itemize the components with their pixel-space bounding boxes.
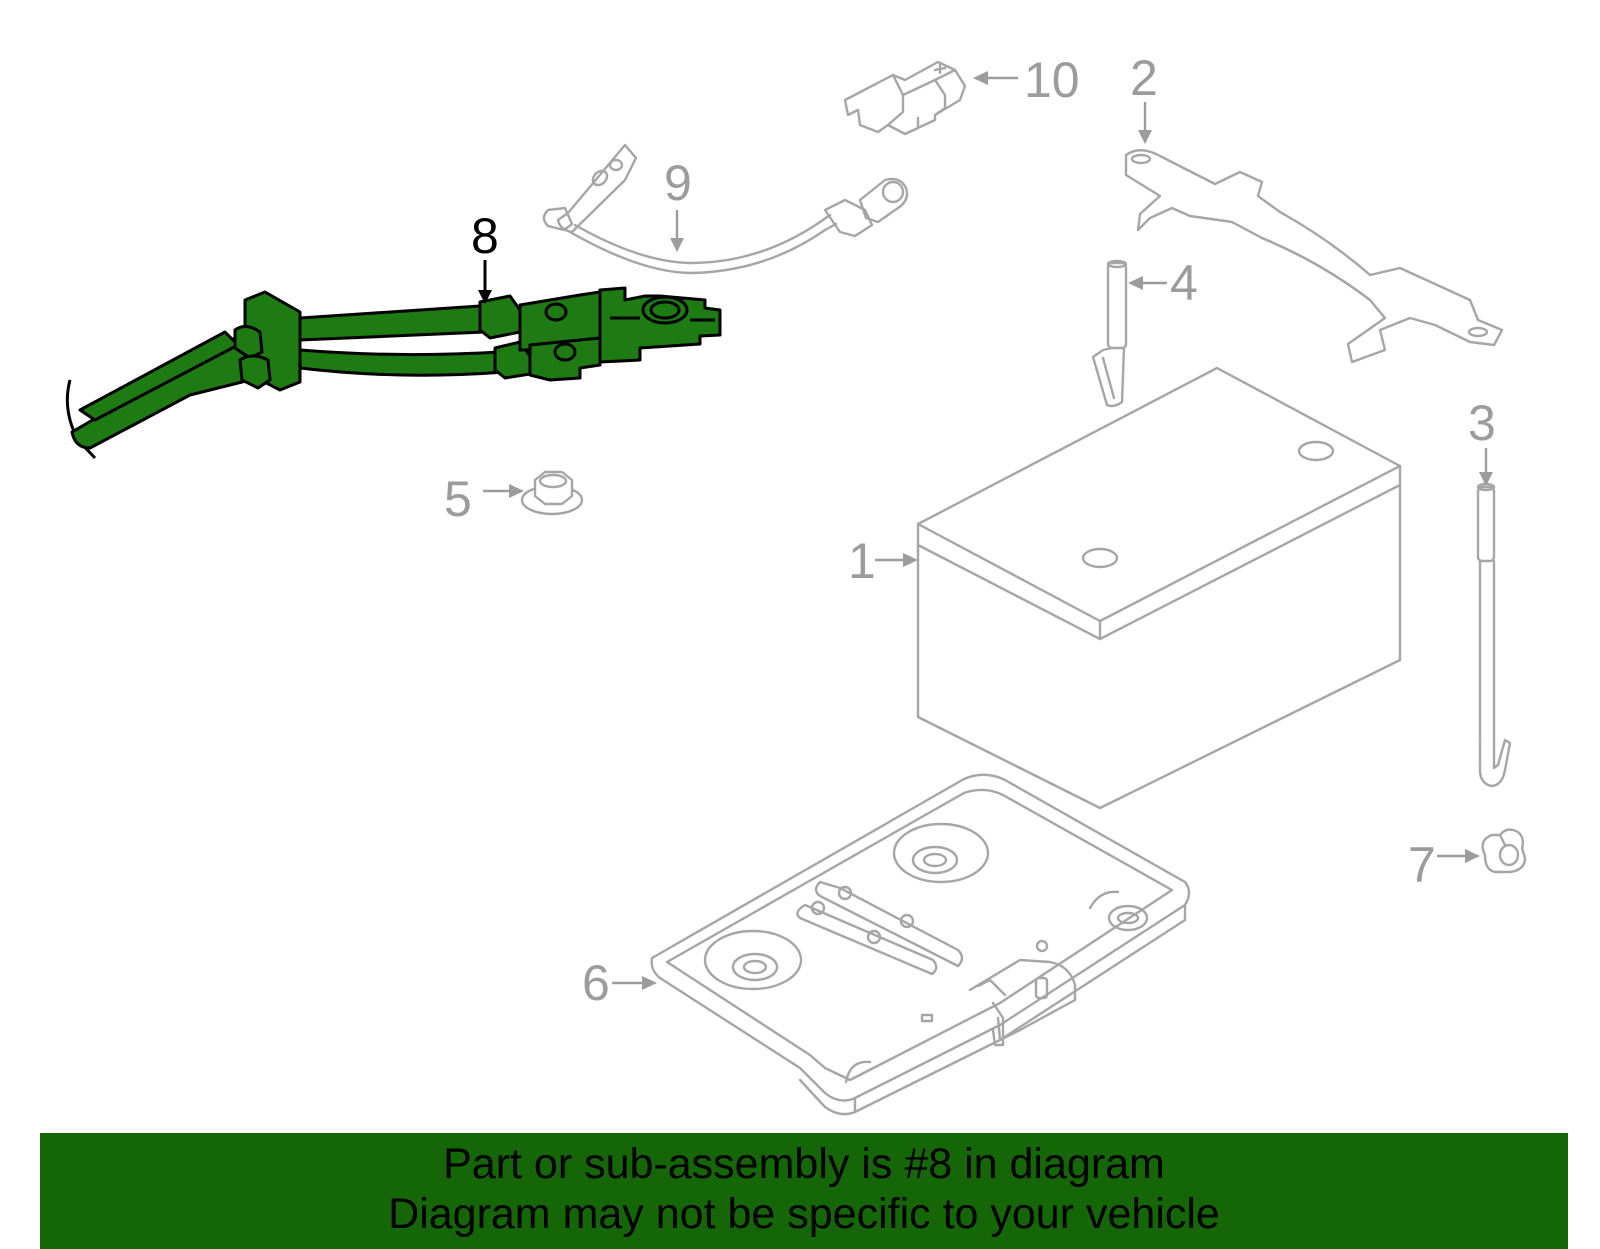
part-10-terminal-cover[interactable] — [843, 60, 967, 136]
part-5-nut[interactable] — [520, 470, 584, 516]
callout-4: 4 — [1170, 255, 1198, 311]
callout-2: 2 — [1130, 50, 1158, 106]
callout-10: 10 — [1024, 52, 1080, 108]
part-1-battery[interactable] — [916, 366, 1402, 810]
part-9-negative-cable[interactable] — [542, 143, 909, 275]
callout-1: 1 — [848, 533, 876, 589]
callout-3: 3 — [1468, 395, 1496, 451]
banner-line-2: Diagram may not be specific to your vehi… — [388, 1190, 1220, 1238]
part-7-clip[interactable] — [1481, 828, 1527, 874]
callout-5: 5 — [444, 471, 472, 527]
callout-6: 6 — [582, 955, 610, 1011]
callout-7: 7 — [1408, 837, 1436, 893]
part-6-battery-tray[interactable] — [650, 773, 1191, 1116]
part-4-j-bolt[interactable] — [1091, 259, 1128, 408]
callout-9: 9 — [664, 155, 692, 211]
banner-line-1: Part or sub-assembly is #8 in diagram — [443, 1140, 1165, 1188]
info-banner: Part or sub-assembly is #8 in diagram Di… — [40, 1133, 1568, 1249]
callout-8: 8 — [471, 208, 499, 264]
part-3-j-bolt[interactable] — [1476, 482, 1512, 788]
part-2-hold-down-bracket[interactable] — [1124, 149, 1504, 364]
part-8-positive-cable-highlighted[interactable] — [65, 286, 722, 460]
